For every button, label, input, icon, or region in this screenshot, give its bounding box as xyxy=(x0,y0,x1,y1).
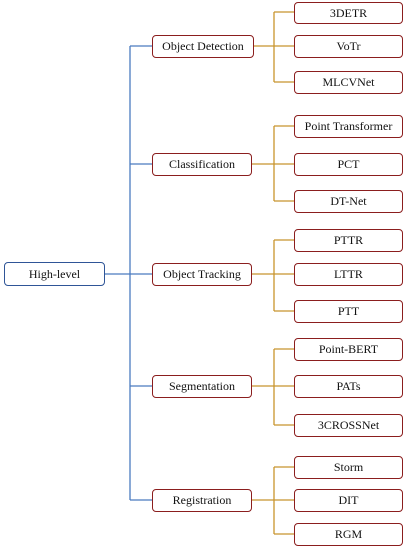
method-pats: PATs xyxy=(294,375,403,398)
method-point-bert: Point-BERT xyxy=(294,338,403,361)
method-ptt: PTT xyxy=(294,300,403,323)
method-dt-net: DT-Net xyxy=(294,190,403,213)
category-registration: Registration xyxy=(152,489,252,512)
method-point-transformer: Point Transformer xyxy=(294,115,403,138)
method-lttr: LTTR xyxy=(294,263,403,286)
category-segmentation: Segmentation xyxy=(152,375,252,398)
method-3detr: 3DETR xyxy=(294,2,403,24)
category-object-tracking: Object Tracking xyxy=(152,263,252,286)
method-pttr: PTTR xyxy=(294,229,403,252)
category-classification: Classification xyxy=(152,153,252,176)
method-3crossnet: 3CROSSNet xyxy=(294,414,403,437)
method-rgm: RGM xyxy=(294,523,403,546)
category-object-detection: Object Detection xyxy=(152,35,254,58)
method-votr: VoTr xyxy=(294,35,403,58)
root-node: High-level xyxy=(4,262,105,286)
method-mlcvnet: MLCVNet xyxy=(294,71,403,94)
method-dit: DIT xyxy=(294,489,403,512)
method-pct: PCT xyxy=(294,153,403,176)
method-storm: Storm xyxy=(294,456,403,479)
